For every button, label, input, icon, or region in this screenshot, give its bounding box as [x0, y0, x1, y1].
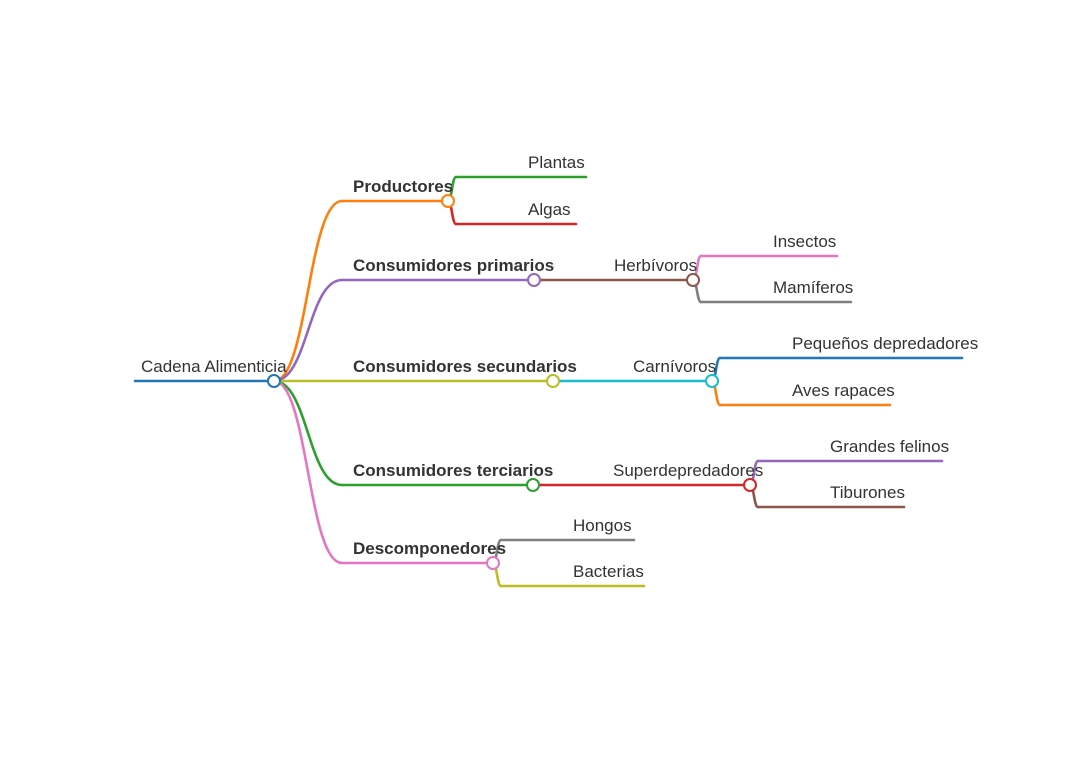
- edge-root-to-b4: [272, 379, 344, 565]
- node-tiburones-label: Tiburones: [830, 483, 905, 502]
- branch-consumidores-primarios-label: Consumidores primarios: [353, 256, 554, 275]
- branch-consumidores-secundarios-label: Consumidores secundarios: [353, 357, 577, 376]
- branch-descomponedores-label: Descomponedores: [353, 539, 506, 558]
- node-algas-label: Algas: [528, 200, 571, 219]
- edge-root-to-b3: [272, 379, 344, 487]
- descomponedores-collapse-toggle[interactable]: [486, 556, 500, 570]
- edge-root-to-b1: [272, 278, 344, 383]
- node-superdepredadores-label: Superdepredadores: [613, 461, 763, 480]
- superdepredadores-collapse-toggle[interactable]: [743, 478, 757, 492]
- branch-consumidores-terciarios-label: Consumidores terciarios: [353, 461, 553, 480]
- productores-collapse-toggle[interactable]: [441, 194, 455, 208]
- node-carnivoros-label: Carnívoros: [633, 357, 716, 376]
- node-hongos-label: Hongos: [573, 516, 632, 535]
- node-pequenos-depredadores-label: Pequeños depredadores: [792, 334, 978, 353]
- consumidores-primarios-collapse-toggle[interactable]: [527, 273, 541, 287]
- branch-productores-label: Productores: [353, 177, 453, 196]
- root-collapse-toggle[interactable]: [267, 374, 281, 388]
- consumidores-terciarios-collapse-toggle[interactable]: [526, 478, 540, 492]
- edge-root-to-b0: [272, 199, 344, 383]
- node-plantas-label: Plantas: [528, 153, 585, 172]
- node-mamiferos-label: Mamíferos: [773, 278, 853, 297]
- carnivoros-collapse-toggle[interactable]: [705, 374, 719, 388]
- node-aves-rapaces-label: Aves rapaces: [792, 381, 895, 400]
- node-grandes-felinos-label: Grandes felinos: [830, 437, 949, 456]
- consumidores-secundarios-collapse-toggle[interactable]: [546, 374, 560, 388]
- herbivoros-collapse-toggle[interactable]: [686, 273, 700, 287]
- node-herbivoros-label: Herbívoros: [614, 256, 697, 275]
- root-label: Cadena Alimenticia: [141, 357, 287, 376]
- node-insectos-label: Insectos: [773, 232, 836, 251]
- node-bacterias-label: Bacterias: [573, 562, 644, 581]
